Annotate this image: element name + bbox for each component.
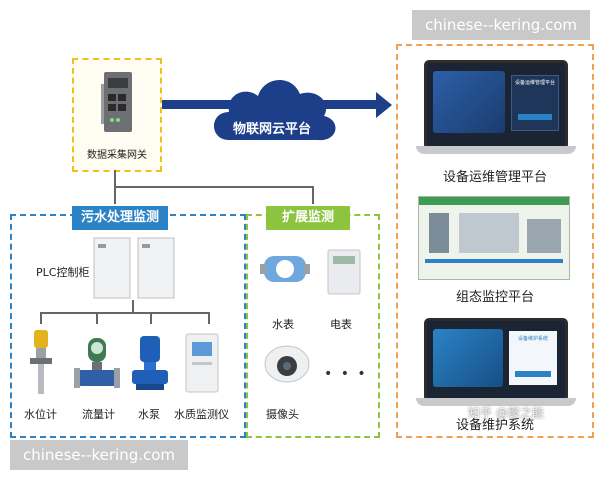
scada-tank-3: [527, 219, 561, 253]
electric-meter-label: 电表: [330, 318, 352, 331]
connector-gateway-down: [114, 170, 116, 188]
ops-platform-label: 设备运维管理平台: [442, 170, 547, 185]
ops-laptop-base: [416, 146, 576, 154]
more-devices: • • •: [324, 366, 368, 382]
maint-laptop-screen: 设备维护系统: [424, 318, 568, 402]
gateway-label: 数据采集网关: [87, 150, 147, 161]
expand-header: 扩展监测: [266, 206, 350, 230]
plc-cabinet-icon: [93, 237, 175, 299]
cloud-icon: [214, 79, 336, 141]
arrow-head: [376, 92, 392, 118]
scada-pipe: [425, 259, 563, 263]
tree-drop-1: [40, 312, 42, 324]
tree-drop-4: [208, 312, 210, 324]
gateway-device-icon: [101, 72, 132, 132]
ops-login-title: 设备运维管理平台: [514, 80, 555, 86]
pump-icon: [132, 336, 168, 390]
connector-left-down: [114, 186, 116, 204]
ops-login-button: [518, 114, 552, 120]
watermark-bottom-text: chinese--kering.com: [22, 446, 176, 464]
tree-horizontal: [40, 312, 210, 314]
cloud-label: 物联网云平台: [232, 122, 311, 137]
electric-meter-icon: [327, 249, 361, 295]
scada-tank-1: [429, 213, 449, 253]
device-label-pump: 水泵: [138, 408, 160, 421]
level-meter-icon: [30, 330, 52, 394]
scada-platform-label: 组态监控平台: [455, 290, 534, 305]
maint-login-panel: 设备维护系统: [509, 331, 557, 385]
tree-drop-2: [96, 312, 98, 324]
sewage-header: 污水处理监测: [72, 206, 168, 230]
tree-drop-3: [150, 312, 152, 324]
scada-screen: [418, 196, 570, 280]
maint-laptop-base: [416, 398, 576, 406]
camera-icon: [264, 345, 310, 383]
water-quality-icon: [185, 333, 219, 393]
device-label-level: 水位计: [24, 408, 57, 421]
watermark-top-text: chinese--kering.com: [424, 16, 578, 34]
connector-right-down: [312, 186, 314, 204]
maint-platform-label: 设备维护系统: [455, 418, 534, 433]
scada-header-bar: [419, 197, 569, 205]
zhihu-overlay: 知乎 @聚之能: [468, 406, 544, 420]
plc-label: PLC控制柜: [36, 266, 90, 279]
ops-screen-graphic: [433, 71, 505, 133]
gateway-box: 数据采集网关: [72, 58, 162, 172]
water-meter-label: 水表: [272, 318, 294, 331]
device-label-flow: 流量计: [82, 408, 115, 421]
connector-horizontal: [114, 186, 314, 188]
ops-login-panel: 设备运维管理平台: [511, 75, 559, 131]
watermark-top: chinese--kering.com: [412, 10, 590, 40]
maint-screen-graphic: [433, 329, 503, 387]
maint-login-title: 设备维护系统: [517, 336, 548, 342]
flowmeter-icon: [74, 338, 120, 388]
water-meter-icon: [260, 256, 310, 282]
device-label-quality: 水质监测仪: [174, 408, 229, 421]
platforms-section: [396, 44, 594, 438]
ops-laptop-screen: 设备运维管理平台: [424, 60, 568, 150]
maint-login-button: [515, 371, 551, 377]
tree-vertical: [132, 300, 134, 312]
camera-label: 摄像头: [266, 408, 299, 421]
scada-tank-2: [459, 213, 519, 253]
watermark-bottom: chinese--kering.com: [10, 440, 188, 470]
